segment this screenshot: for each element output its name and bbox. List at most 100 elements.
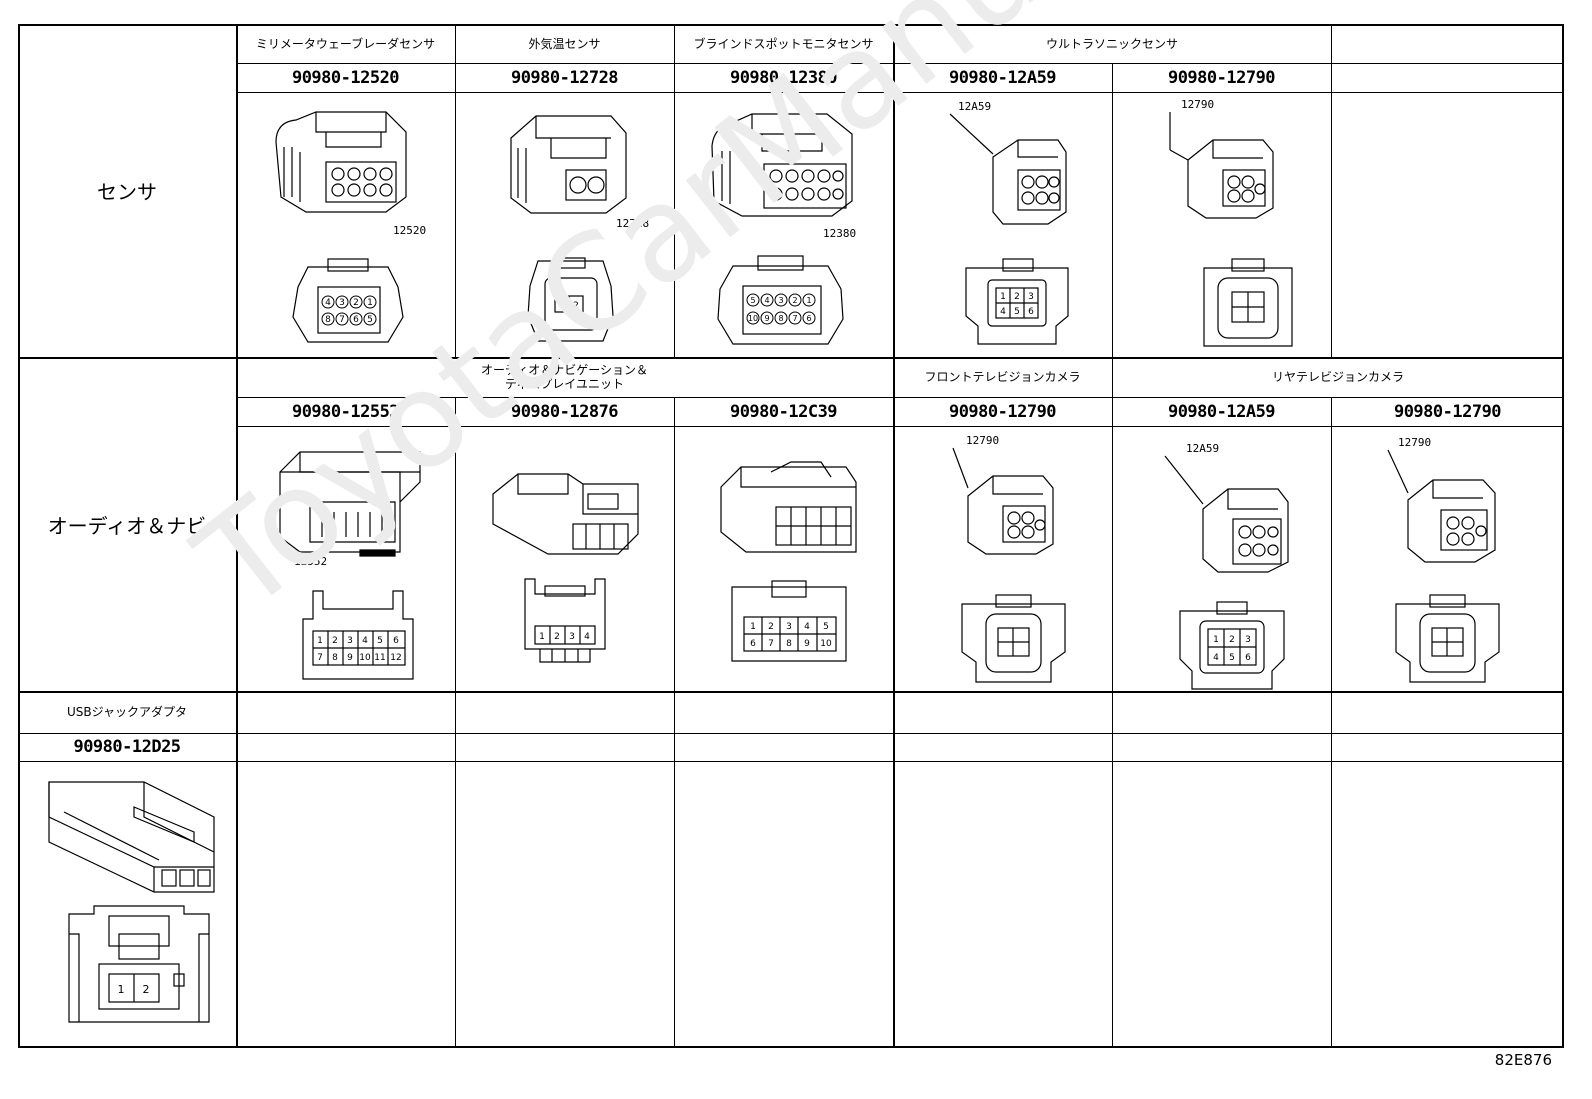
pin-label: 2: [1014, 292, 1020, 302]
grid-line: [455, 24, 456, 357]
pin-label: 4: [1000, 307, 1006, 317]
pin-label: 3: [569, 632, 575, 642]
pin-label: 11: [374, 653, 385, 663]
pin-label: 10: [748, 314, 758, 323]
pin-label: 6: [806, 314, 811, 323]
callout-label: 12790: [966, 434, 1000, 447]
grid-line: [236, 397, 1564, 398]
pin-label: 4: [1213, 653, 1219, 663]
part-number: 90980-12A59: [1167, 401, 1276, 422]
connector-12876-face-view: 1 2 3 4: [520, 574, 610, 674]
pin-label: 5: [1229, 653, 1235, 663]
grid-line: [18, 761, 1564, 762]
callout-label: 12520: [393, 224, 427, 237]
group-label-mmwave-radar: ミリメータウェーブレーダセンサ: [255, 36, 436, 51]
col-divider: [893, 24, 895, 1048]
pin-label: 2: [1229, 635, 1235, 645]
part-number: 90980-12A59: [948, 67, 1057, 88]
pin-label: 3: [1028, 292, 1034, 302]
grid-line: [674, 24, 675, 357]
connector-12A59-iso-drawing: [1163, 454, 1293, 574]
pin-label: 10: [820, 639, 832, 649]
grid-line: [455, 397, 456, 1048]
pin-label: 8: [786, 639, 792, 649]
callout-label: 12790: [1398, 436, 1432, 449]
pin-label: 2: [792, 296, 797, 305]
table-frame: [18, 24, 1564, 1048]
connector-12552-iso-drawing: [270, 442, 430, 562]
group-label-line: ディスプレイユニット: [505, 377, 624, 391]
pin-label: 4: [362, 636, 368, 646]
callout-label: 12380: [823, 227, 857, 240]
pin-label: 4: [804, 622, 810, 632]
connector-12380-iso-drawing: [702, 106, 862, 221]
pin-label: 6: [750, 639, 756, 649]
pin-label: 4: [764, 296, 769, 305]
pin-label: 3: [339, 298, 345, 308]
grid-line: [236, 426, 1564, 427]
group-label-outside-temp: 外気温センサ: [528, 36, 601, 51]
connector-12C39-iso-drawing: [716, 452, 861, 562]
pin-label: 5: [823, 622, 829, 632]
connector-12380-face-view: 5 4 3 2 1 10 9 8 7 6: [713, 254, 848, 349]
pin-label: 6: [353, 315, 359, 325]
pin-label: 1: [750, 622, 756, 632]
pin-label: 7: [317, 653, 323, 663]
connector-12520-face-view: 4 3 2 1 8 7 6 5: [288, 257, 408, 349]
connector-12728-face-view: 1 2: [523, 256, 618, 346]
connector-12520-iso-drawing: [266, 102, 416, 222]
pin-label: 7: [792, 314, 797, 323]
pin-label: 1: [1213, 635, 1219, 645]
connector-12A59-face-view: 1 2 3 4 5 6: [958, 256, 1076, 348]
group-label-ultrasonic: ウルトラソニックセンサ: [1045, 36, 1178, 51]
pin-label: 5: [1014, 307, 1020, 317]
grid-line: [18, 733, 1564, 734]
row-label-sensor: センサ: [97, 180, 157, 204]
pin-label: 2: [554, 632, 560, 642]
row-divider: [18, 691, 1564, 693]
callout-label: 12A59: [1186, 442, 1220, 455]
connector-12790-iso-drawing: [1383, 448, 1503, 568]
pin-label: 6: [1028, 307, 1034, 317]
part-number: 90980-12520: [291, 67, 400, 88]
part-number: 90980-12790: [1167, 67, 1276, 88]
connector-12A59-iso-drawing: [948, 112, 1068, 227]
grid-line: [1331, 24, 1332, 357]
part-number: 90980-12728: [510, 67, 619, 88]
grid-line: [1331, 397, 1332, 1048]
part-number: [1331, 63, 1564, 92]
pin-label: 1: [806, 296, 811, 305]
pin-label: 8: [325, 315, 331, 325]
pin-label: 8: [332, 653, 338, 663]
reference-code: 82E876: [1494, 1051, 1552, 1069]
pin-label: 9: [764, 314, 769, 323]
grid-line: [674, 397, 675, 1048]
connector-12D25-face-view: 1 2: [64, 904, 214, 1029]
part-number: 90980-12380: [729, 67, 838, 88]
pin-label: 3: [786, 622, 792, 632]
callout-label: 12728: [616, 217, 650, 230]
part-number: 90980-12D25: [73, 737, 181, 757]
pin-label: 5: [367, 315, 373, 325]
part-number: 90980-12790: [948, 401, 1057, 422]
row-label-audio-nav: オーディオ＆ナビ: [47, 513, 207, 538]
group-label-empty: [1331, 24, 1564, 63]
callout-label: 12790: [1181, 98, 1215, 111]
pin-label: 6: [393, 636, 399, 646]
pin-label: 6: [1245, 653, 1251, 663]
pin-label: 3: [778, 296, 783, 305]
pin-label: 3: [347, 636, 353, 646]
pin-label: 7: [768, 639, 774, 649]
pin-label: 1: [559, 301, 565, 311]
pin-label: 2: [143, 983, 150, 996]
connector-table: センサ ミリメータウェーブレーダセンサ 外気温センサ ブラインドスポットモニタセ…: [18, 24, 1564, 1048]
connector-12A59-face-view: 1 2 3 4 5 6: [1172, 599, 1292, 694]
grid-line: [1112, 63, 1113, 357]
pin-label: 2: [573, 301, 579, 311]
pin-label: 9: [804, 639, 810, 649]
pin-label: 10: [359, 653, 371, 663]
connector-12790-face-view: [1198, 256, 1298, 351]
connector-12552-face-view: 1 2 3 4 5 6 7 8 9 10 11 12: [298, 589, 418, 689]
pin-label: 5: [377, 636, 383, 646]
pin-label: 5: [750, 296, 755, 305]
